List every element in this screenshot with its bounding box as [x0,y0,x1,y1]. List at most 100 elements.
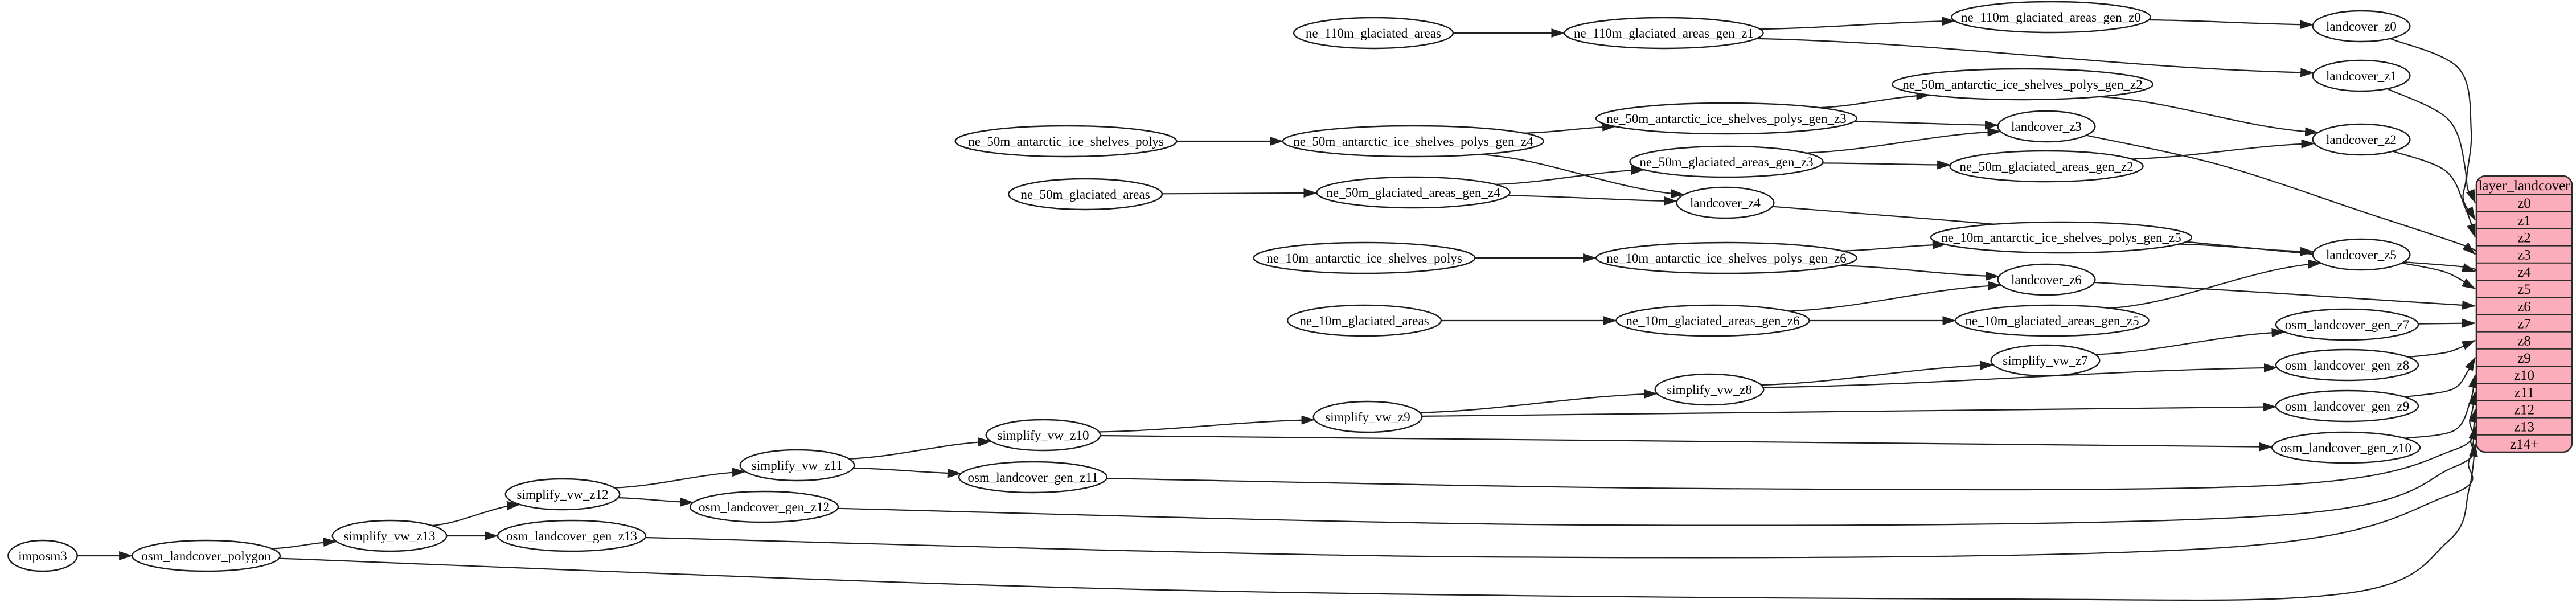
node-osm_landcover_gen_z12: osm_landcover_gen_z12 [689,490,839,523]
edge-ne_50m_glaciated_areas_gen_z4-to-landcover_z4 [1508,195,1678,206]
edge-ne_50m_antarctic_ice_shelves_polys_gen_z3-to-landcover_z3 [1853,120,1999,130]
edge-osm_landcover_gen_z12-to-row-z12 [838,408,2478,526]
node-ne_10m_glaciated_areas_gen_z5: ne_10m_glaciated_areas_gen_z5 [1955,304,2150,337]
node-label-osm_landcover_gen_z9: osm_landcover_gen_z9 [2285,399,2409,413]
node-ne_10m_glaciated_areas: ne_10m_glaciated_areas [1286,304,1442,337]
node-ne_50m_glaciated_areas_gen_z2: ne_50m_glaciated_areas_gen_z2 [1949,150,2144,183]
edge-landcover_z6-to-row-z6 [2094,281,2476,310]
edge-ne_50m_antarctic_ice_shelves_polys_gen_z3-to-ne_50m_antarctic_ice_shelves_polys_gen_z2 [1819,91,1930,109]
node-label-osm_landcover_gen_z13: osm_landcover_gen_z13 [506,529,637,543]
node-label-simplify_vw_z10: simplify_vw_z10 [998,428,1089,442]
edge-landcover_z0-to-row-z0 [2389,38,2476,204]
table-row-z10: z10 [2514,368,2534,383]
node-ne_110m_glaciated_areas: ne_110m_glaciated_areas [1293,17,1454,50]
edge-simplify_vw_z9-to-simplify_vw_z8 [1420,389,1658,413]
node-label-ne_10m_glaciated_areas_gen_z5: ne_10m_glaciated_areas_gen_z5 [1965,314,2139,328]
node-landcover_z0: landcover_z0 [2312,10,2411,43]
edge-osm_landcover_polygon-to-simplify_vw_z13 [272,537,337,550]
nodes-layer: imposm3 osm_landcover_polygon simplify_vw_… [7,1,2421,572]
node-ne_50m_glaciated_areas_gen_z3: ne_50m_glaciated_areas_gen_z3 [1629,145,1824,178]
node-label-osm_landcover_gen_z7: osm_landcover_gen_z7 [2285,318,2409,332]
node-label-osm_landcover_gen_z8: osm_landcover_gen_z8 [2285,358,2409,372]
edge-osm_landcover_gen_z11-to-row-z11 [1106,391,2477,491]
node-simplify_vw_z10: simplify_vw_z10 [985,419,1101,452]
node-label-landcover_z3: landcover_z3 [2011,120,2082,134]
edge-ne_110m_glaciated_areas_gen_z1-to-ne_110m_glaciated_areas_gen_z0 [1759,17,1956,30]
node-simplify_vw_z9: simplify_vw_z9 [1312,400,1423,433]
node-label-simplify_vw_z13: simplify_vw_z13 [344,529,436,543]
edge-osm_landcover_gen_z7-to-row-z7 [2418,318,2476,328]
node-label-ne_50m_glaciated_areas_gen_z3: ne_50m_glaciated_areas_gen_z3 [1639,155,1813,169]
edge-landcover_z2-to-row-z2 [2392,150,2476,238]
node-label-imposm3: imposm3 [18,549,67,563]
edge-ne_10m_antarctic_ice_shelves_polys_gen_z6-to-ne_10m_antarctic_ice_shelves_polys_gen_z5 [1842,240,1946,252]
edge-landcover_z1-to-row-z1 [2386,88,2476,221]
node-ne_110m_glaciated_areas_gen_z0: ne_110m_glaciated_areas_gen_z0 [1951,1,2151,34]
node-osm_landcover_gen_z7: osm_landcover_gen_z7 [2275,308,2419,341]
edge-ne_10m_glaciated_areas_gen_z5-to-landcover_z5 [2110,259,2322,309]
edge-simplify_vw_z7-to-osm_landcover_gen_z7 [2095,327,2286,355]
edge-osm_landcover_gen_z10-to-row-z10 [2405,374,2477,439]
node-osm_landcover_gen_z9: osm_landcover_gen_z9 [2275,389,2419,423]
node-label-ne_50m_glaciated_areas_gen_z4: ne_50m_glaciated_areas_gen_z4 [1326,186,1500,200]
edge-ne_50m_glaciated_areas_gen_z3-to-landcover_z3 [1806,127,2001,154]
node-simplify_vw_z12: simplify_vw_z12 [504,478,621,511]
table-row-z1: z1 [2517,213,2531,228]
node-osm_landcover_gen_z8: osm_landcover_gen_z8 [2275,348,2419,382]
node-landcover_z5: landcover_z5 [2312,238,2411,271]
edge-simplify_vw_z8-to-osm_landcover_gen_z8 [1763,363,2278,388]
node-label-ne_50m_antarctic_ice_shelves_polys_gen_z3: ne_50m_antarctic_ice_shelves_polys_gen_z… [1606,112,1847,126]
node-simplify_vw_z8: simplify_vw_z8 [1654,373,1765,406]
node-landcover_z2: landcover_z2 [2312,123,2411,156]
node-landcover_z1: landcover_z1 [2312,59,2411,92]
node-label-osm_landcover_gen_z11: osm_landcover_gen_z11 [967,470,1098,485]
node-landcover_z6: landcover_z6 [1997,263,2096,296]
node-landcover_z4: landcover_z4 [1676,186,1775,219]
node-label-landcover_z6: landcover_z6 [2011,273,2082,287]
table-row-z12: z12 [2514,403,2534,418]
node-label-osm_landcover_gen_z12: osm_landcover_gen_z12 [699,500,830,514]
table-row-z9: z9 [2517,351,2531,366]
node-simplify_vw_z13: simplify_vw_z13 [331,519,448,552]
table-row-z8: z8 [2517,334,2531,349]
edge-osm_landcover_gen_z13-to-row-z13 [645,425,2477,559]
node-ne_10m_antarctic_ice_shelves_polys: ne_10m_antarctic_ice_shelves_polys [1253,241,1476,274]
node-label-ne_110m_glaciated_areas_gen_z1: ne_110m_glaciated_areas_gen_z1 [1574,26,1754,40]
node-label-ne_10m_antarctic_ice_shelves_polys: ne_10m_antarctic_ice_shelves_polys [1266,251,1462,265]
node-label-ne_50m_glaciated_areas_gen_z2: ne_50m_glaciated_areas_gen_z2 [1959,159,2133,174]
node-label-osm_landcover_gen_z10: osm_landcover_gen_z10 [2280,441,2411,455]
node-label-ne_10m_antarctic_ice_shelves_polys_gen_z6: ne_10m_antarctic_ice_shelves_polys_gen_z… [1606,251,1847,265]
node-label-simplify_vw_z12: simplify_vw_z12 [517,487,609,502]
node-label-landcover_z1: landcover_z1 [2326,69,2397,83]
node-label-ne_50m_antarctic_ice_shelves_polys_gen_z4: ne_50m_antarctic_ice_shelves_polys_gen_z… [1293,134,1533,149]
edge-osm_landcover_gen_z8-to-row-z8 [2408,339,2476,358]
edge-simplify_vw_z11-to-simplify_vw_z10 [849,437,992,460]
node-label-ne_50m_antarctic_ice_shelves_polys: ne_50m_antarctic_ice_shelves_polys [968,134,1164,149]
table-row-z6: z6 [2517,299,2531,314]
table-row-z4: z4 [2517,265,2531,280]
node-label-ne_110m_glaciated_areas: ne_110m_glaciated_areas [1306,26,1441,40]
edge-ne_50m_antarctic_ice_shelves_polys_gen_z2-to-landcover_z2 [2099,96,2319,137]
edge-ne_110m_glaciated_areas_gen_z0-to-landcover_z0 [2148,19,2314,30]
table-row-z0: z0 [2517,196,2531,211]
node-osm_landcover_polygon: osm_landcover_polygon [131,539,281,572]
table-row-z3: z3 [2517,248,2531,263]
node-label-simplify_vw_z8: simplify_vw_z8 [1667,383,1752,397]
node-simplify_vw_z7: simplify_vw_z7 [1990,344,2101,377]
node-osm_landcover_gen_z11: osm_landcover_gen_z11 [958,461,1108,494]
node-label-landcover_z0: landcover_z0 [2326,19,2397,34]
edge-simplify_vw_z12-to-osm_landcover_gen_z12 [618,497,694,507]
node-ne_50m_antarctic_ice_shelves_polys_gen_z2: ne_50m_antarctic_ice_shelves_polys_gen_z… [1891,68,2154,101]
edge-ne_50m_glaciated_areas_gen_z4-to-ne_50m_glaciated_areas_gen_z3 [1495,165,1645,185]
edge-landcover_z4-to-row-z4 [1772,206,2476,272]
node-label-landcover_z4: landcover_z4 [1690,196,1761,210]
node-ne_10m_antarctic_ice_shelves_polys_gen_z5: ne_10m_antarctic_ice_shelves_polys_gen_z… [1930,221,2193,254]
node-label-landcover_z5: landcover_z5 [2326,248,2397,262]
node-label-ne_10m_antarctic_ice_shelves_polys_gen_z5: ne_10m_antarctic_ice_shelves_polys_gen_z… [1941,231,2181,245]
node-ne_50m_antarctic_ice_shelves_polys_gen_z3: ne_50m_antarctic_ice_shelves_polys_gen_z… [1595,102,1858,135]
table-row-z13: z13 [2514,420,2534,435]
edge-ne_110m_glaciated_areas_gen_z1-to-landcover_z1 [1756,38,2315,77]
node-osm_landcover_gen_z10: osm_landcover_gen_z10 [2271,431,2421,464]
